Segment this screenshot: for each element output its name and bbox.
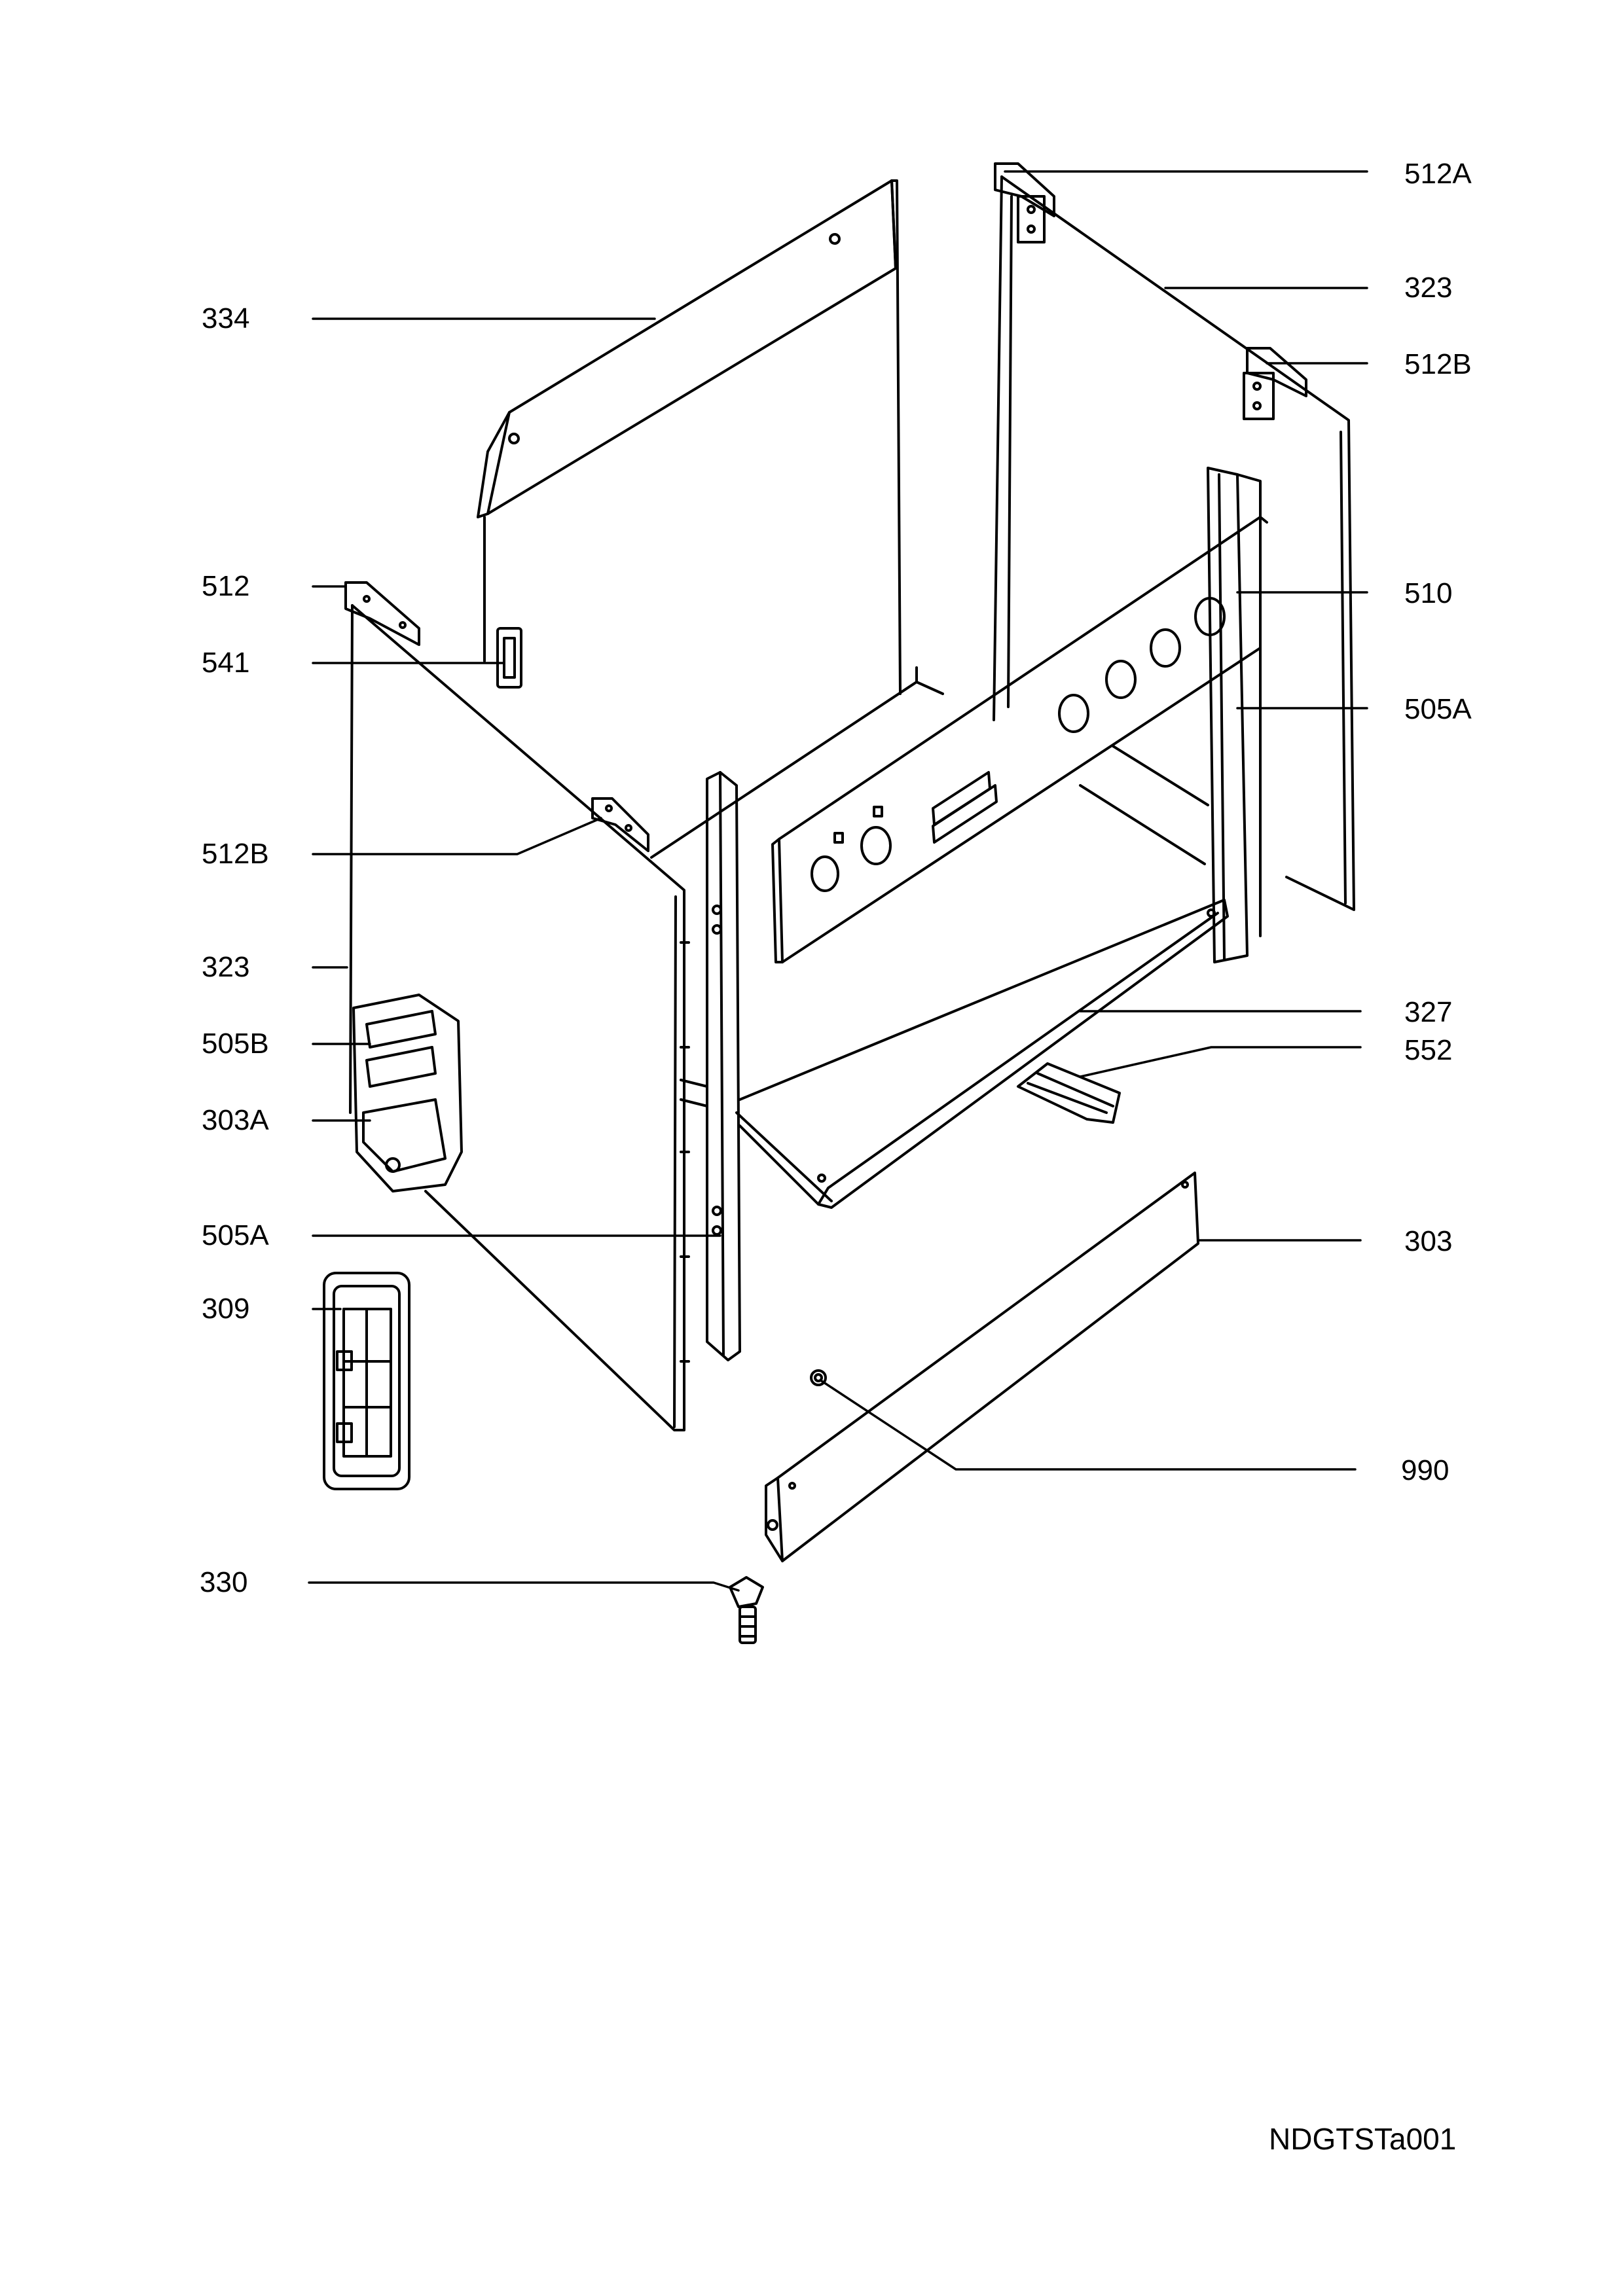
part-541-bracket — [496, 627, 522, 689]
leader-512b-left — [312, 817, 602, 855]
callout-512b-right: 512B — [1404, 348, 1472, 380]
callout-309: 309 — [202, 1293, 250, 1325]
leader-330 — [308, 1581, 740, 1592]
part-512b-hinge-left — [591, 797, 649, 852]
part-330-leveling-foot — [729, 1576, 764, 1644]
part-505a-left-rail — [680, 771, 833, 1361]
callout-330: 330 — [200, 1566, 248, 1598]
callout-505a-right: 505A — [1404, 693, 1472, 725]
callout-510: 510 — [1404, 577, 1453, 609]
part-512a-hinge — [994, 162, 1055, 243]
leader-lines — [308, 170, 1368, 1592]
part-323-right-side-panel — [993, 162, 1355, 911]
callout-512a: 512A — [1404, 158, 1472, 190]
part-512b-hinge-right — [1243, 347, 1307, 420]
part-552-bracket — [1017, 1062, 1121, 1124]
callout-323-right: 323 — [1404, 272, 1453, 304]
part-303-kickplate — [765, 1172, 1199, 1562]
callout-505b: 505B — [202, 1028, 269, 1060]
callout-323-left: 323 — [202, 951, 250, 983]
part-512-hinge-left — [344, 581, 420, 646]
callout-552: 552 — [1404, 1034, 1453, 1066]
callout-512b-left: 512B — [202, 838, 269, 870]
callout-505a-left: 505A — [202, 1219, 269, 1251]
leader-990 — [820, 1380, 1357, 1471]
inner-shelf — [650, 666, 1209, 865]
callout-990: 990 — [1401, 1454, 1450, 1486]
callout-334: 334 — [202, 302, 250, 334]
part-510-control-panel — [771, 516, 1268, 963]
drawing-code: NDGTSTa001 — [1269, 2122, 1457, 2156]
part-323-left-side-panel — [344, 581, 690, 1431]
part-990-screw — [810, 1369, 827, 1386]
part-309-window-frame — [323, 1272, 410, 1490]
part-334-back-panel — [477, 179, 902, 695]
part-505a-right-rail — [1207, 467, 1262, 963]
callout-303a: 303A — [202, 1104, 269, 1136]
callout-512: 512 — [202, 570, 250, 602]
leader-552 — [1079, 1046, 1362, 1078]
callout-327: 327 — [1404, 996, 1453, 1028]
part-505b-303a-detail — [352, 994, 463, 1193]
callout-303: 303 — [1404, 1225, 1453, 1257]
callout-541: 541 — [202, 647, 250, 679]
part-327-base-frame — [739, 899, 1229, 1209]
